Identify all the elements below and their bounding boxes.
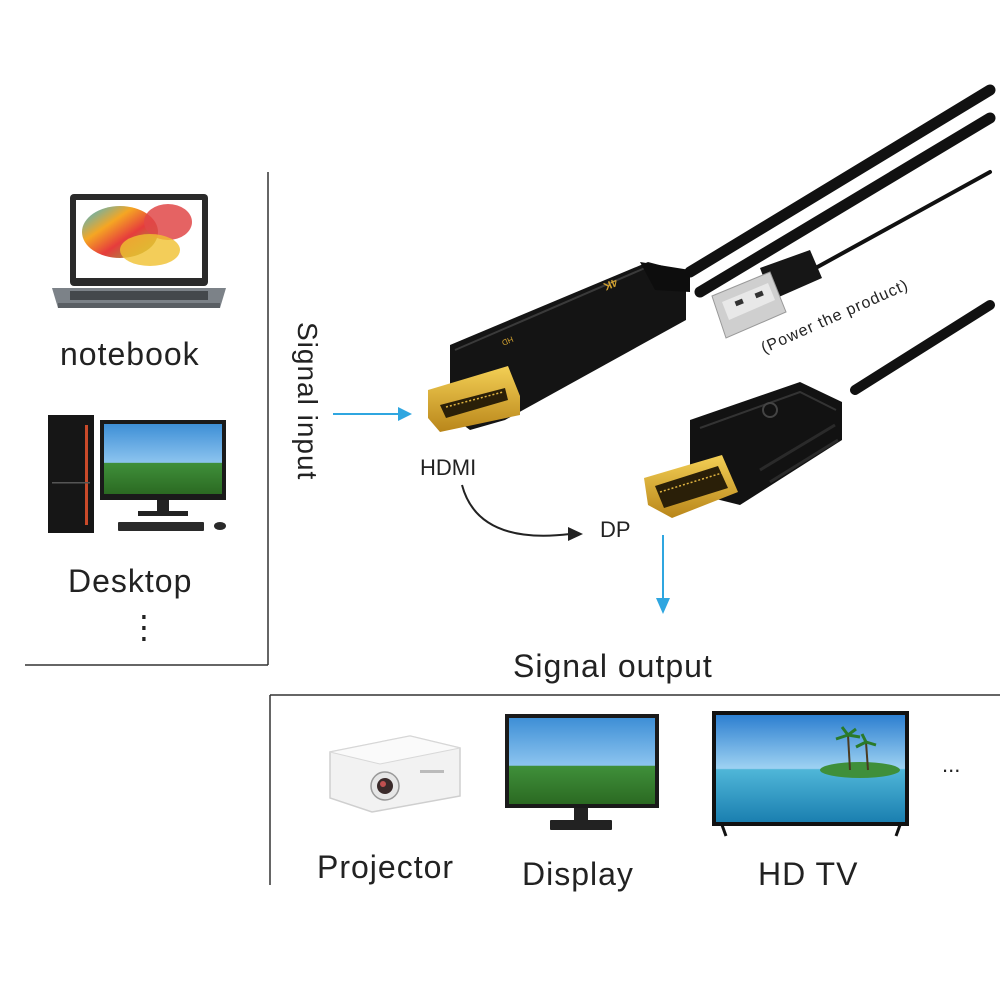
projector-icon: [329, 735, 461, 813]
svg-text:4K: 4K: [601, 276, 619, 293]
input-more-indicator: ⋮: [128, 609, 161, 645]
conversion-arrow: [461, 484, 583, 541]
output-more-indicator: ...: [942, 752, 961, 777]
input-panel-border: [25, 172, 269, 666]
device-label-desktop: Desktop: [68, 563, 193, 599]
hdmi-plug: [428, 366, 520, 432]
device-label-hdtv: HD TV: [758, 856, 859, 892]
device-label-display: Display: [522, 856, 634, 892]
usb-plug: [711, 250, 822, 339]
signal-input-arrow: [333, 407, 412, 421]
signal-input-label: Signal input: [292, 322, 323, 481]
signal-output-arrow: [656, 535, 670, 614]
dp-label: DP: [600, 517, 631, 542]
monitor-icon: [505, 714, 659, 830]
device-label-projector: Projector: [317, 849, 455, 885]
device-label-notebook: notebook: [60, 336, 200, 372]
laptop-icon: [52, 194, 226, 308]
svg-text:HD: HD: [500, 334, 514, 347]
desktop-pc-icon: [48, 415, 226, 533]
cable-main: [684, 84, 996, 395]
displayport-plug: [644, 382, 842, 518]
tv-icon: [712, 711, 909, 837]
hdmi-label: HDMI: [420, 455, 477, 480]
signal-output-label: Signal output: [513, 648, 713, 684]
output-panel-border: [269, 694, 1000, 885]
